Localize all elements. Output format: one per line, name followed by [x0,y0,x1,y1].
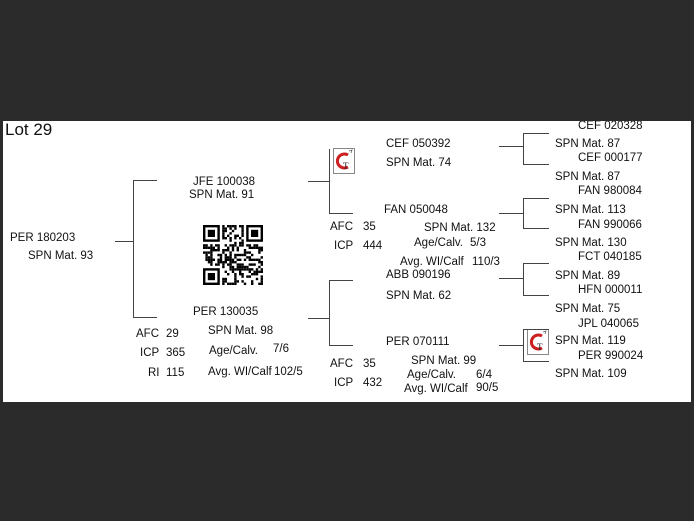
connector-line [115,241,134,242]
connector-line [523,198,524,229]
connector-line [523,228,549,229]
sire-id: PER 180203 [10,232,76,244]
g3-spn: SPN Mat. 109 [555,368,627,380]
connector-line [523,295,549,296]
g2c-spn: SPN Mat. 62 [386,290,452,302]
connector-line [133,317,157,318]
connector-line [499,146,523,147]
g1-bottom-afc-value: 29 [166,328,179,340]
g3-id: FAN 990066 [578,219,642,231]
g3-id: HFN 000011 [578,284,643,296]
g3-spn: SPN Mat. 87 [555,171,621,183]
g3-spn: SPN Mat. 119 [555,335,626,347]
connector-line [499,345,523,346]
g2d-spn: SPN Mat. 99 [411,355,477,367]
gt-logo-icon: T [527,329,549,355]
g2d-avg-value: 90/5 [476,382,499,394]
sire-spn: SPN Mat. 93 [28,250,94,262]
g3-spn: SPN Mat. 75 [555,303,621,315]
g2b-avg-value: 110/3 [472,256,500,268]
g2d-age-label: Age/Calv. [407,369,457,381]
connector-line [523,164,549,165]
connector-line [499,213,523,214]
connector-line [133,180,134,318]
connector-line [523,329,524,362]
connector-line [308,181,329,182]
connector-line [308,318,329,319]
connector-line [499,278,523,279]
g3-spn: SPN Mat. 113 [555,204,626,216]
g3-id: CEF 020328 [578,121,643,132]
g1-bottom-avg-label: Avg. WI/Calf [208,366,272,378]
connector-line [329,280,353,281]
g2b-id: FAN 050048 [384,204,448,216]
g2b-avg-label: Avg. WI/Calf [400,256,464,268]
svg-text:T: T [343,161,349,171]
connector-line [329,345,353,346]
g2c-id: ABB 090196 [386,269,451,281]
g1-bottom-ri-label: RI [148,367,160,379]
g1-bottom-icp-value: 365 [166,347,186,359]
connector-line [523,133,524,165]
connector-line [523,329,549,330]
g2b-spn: SPN Mat. 132 [424,222,496,234]
g1-bottom-age-value: 7/6 [273,343,289,355]
g2a-spn: SPN Mat. 74 [386,157,452,169]
g2b-age-label: Age/Calv. [414,237,464,249]
qr-code-icon [203,225,263,285]
g3-spn: SPN Mat. 130 [555,237,627,249]
connector-line [133,180,157,181]
g2d-afc-value: 35 [363,358,376,370]
g2d-id: PER 070111 [386,336,450,348]
g2d-afc-label: AFC [330,358,353,370]
g2d-icp-label: ICP [334,377,354,389]
connector-line [329,280,330,346]
g2a-id: CEF 050392 [386,138,451,150]
pedigree-document: Lot 29 PER 180203 SPN Mat. 93 JFE 100038… [3,121,691,402]
g1-bottom-ri-value: 115 [166,367,185,379]
g2b-afc-label: AFC [330,221,353,233]
g1-bottom-avg-value: 102/5 [274,366,303,378]
lot-title: Lot 29 [5,121,53,139]
g1-bottom-age-label: Age/Calv. [209,345,259,357]
g2d-avg-label: Avg. WI/Calf [404,383,468,395]
g2b-age-value: 5/3 [470,237,486,249]
g2b-icp-label: ICP [334,240,354,252]
g2d-icp-value: 432 [363,377,383,389]
g2d-age-value: 6/4 [476,369,492,381]
connector-line [523,361,549,362]
g3-id: FAN 980084 [578,185,642,197]
g2b-afc-value: 35 [363,221,376,233]
g3-id: CEF 000177 [578,152,643,164]
g3-id: FCT 040185 [578,251,642,263]
g1-bottom-icp-label: ICP [140,347,160,359]
g1-bottom-id: PER 130035 [193,306,259,318]
connector-line [523,198,549,199]
connector-line [523,263,549,264]
g3-id: PER 990024 [578,350,644,362]
connector-line [329,149,330,214]
g3-spn: SPN Mat. 87 [555,138,621,150]
g2b-icp-value: 444 [363,240,383,252]
gt-logo-icon: T [333,148,355,174]
g3-spn: SPN Mat. 89 [555,270,621,282]
g1-top-spn: SPN Mat. 91 [189,189,255,201]
g1-top-id: JFE 100038 [193,176,256,188]
connector-line [523,133,549,134]
connector-line [523,263,524,296]
g1-bottom-spn: SPN Mat. 98 [208,325,274,337]
connector-line [329,213,353,214]
g1-bottom-afc-label: AFC [136,328,159,340]
g3-id: JPL 040065 [578,318,639,330]
svg-text:T: T [537,342,543,352]
